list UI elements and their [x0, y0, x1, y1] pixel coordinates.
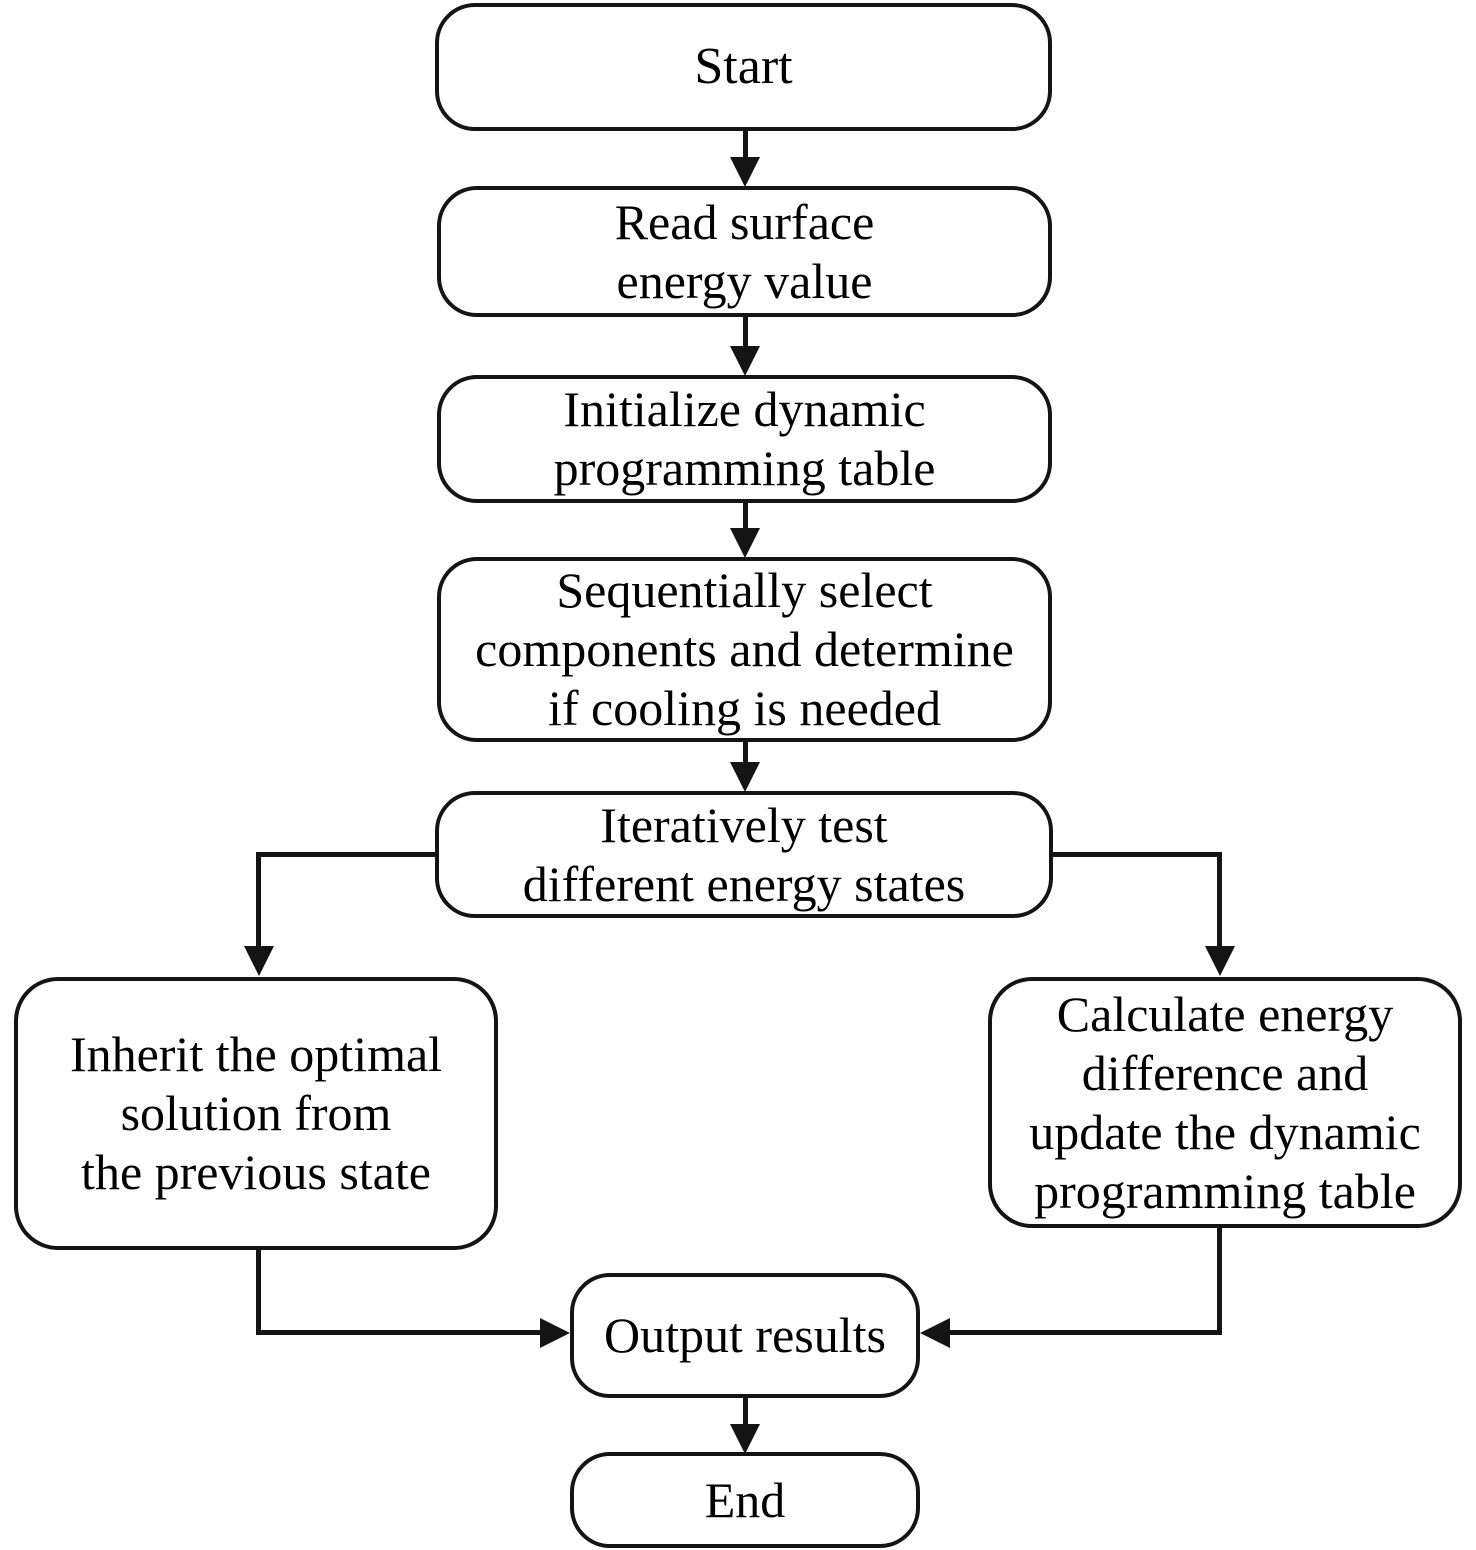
edge-inherit-to-output-horizontal — [256, 1330, 546, 1335]
node-inherit-optimal-solution[interactable]: Inherit the optimal solution from the pr… — [14, 977, 498, 1250]
edge-read-to-init-arrowhead — [730, 346, 760, 376]
edge-start-to-read-arrowhead — [730, 157, 760, 187]
edge-calc-to-output-horizontal — [947, 1330, 1222, 1335]
node-iteratively-test-energy-states[interactable]: Iteratively test different energy states — [435, 791, 1053, 918]
node-read-surface-energy-value-label: Read surface energy value — [614, 193, 875, 309]
node-output-results-label: Output results — [604, 1307, 886, 1363]
node-end-label: End — [704, 1471, 786, 1528]
edge-iter-to-inherit-arrowhead — [244, 946, 274, 976]
edge-inherit-to-output-arrowhead — [540, 1318, 570, 1348]
edge-calc-to-output-vertical — [1217, 1226, 1222, 1333]
node-initialize-dynamic-programming-table[interactable]: Initialize dynamic programming table — [437, 375, 1052, 503]
edge-iter-to-calc-horizontal — [1050, 852, 1222, 857]
node-end[interactable]: End — [570, 1452, 920, 1548]
node-calculate-energy-difference-label: Calculate energy difference and update t… — [1029, 985, 1421, 1219]
edge-inherit-to-output-vertical — [256, 1248, 261, 1333]
node-inherit-optimal-solution-label: Inherit the optimal solution from the pr… — [69, 1026, 443, 1200]
edge-init-to-seq-line — [743, 503, 748, 533]
edge-seq-to-iter-line — [743, 742, 748, 772]
node-iteratively-test-energy-states-label: Iteratively test different energy states — [522, 796, 966, 912]
edge-start-to-read-line — [743, 131, 748, 163]
edge-iter-to-calc-vertical — [1217, 852, 1222, 950]
node-read-surface-energy-value[interactable]: Read surface energy value — [437, 186, 1052, 317]
node-sequentially-select-components[interactable]: Sequentially select components and deter… — [437, 557, 1052, 742]
node-start-label: Start — [694, 38, 793, 96]
node-calculate-energy-difference[interactable]: Calculate energy difference and update t… — [988, 977, 1462, 1228]
node-initialize-dynamic-programming-table-label: Initialize dynamic programming table — [553, 381, 936, 496]
edge-output-to-end-line — [743, 1398, 748, 1430]
edge-iter-to-calc-arrowhead — [1205, 946, 1235, 976]
node-start[interactable]: Start — [435, 3, 1052, 131]
edge-output-to-end-arrowhead — [730, 1424, 760, 1454]
edge-read-to-init-line — [743, 317, 748, 349]
edge-init-to-seq-arrowhead — [730, 528, 760, 558]
edge-seq-to-iter-arrowhead — [730, 762, 760, 792]
edge-iter-to-inherit-vertical — [256, 852, 261, 950]
edge-calc-to-output-arrowhead — [920, 1318, 950, 1348]
node-sequentially-select-components-label: Sequentially select components and deter… — [475, 562, 1014, 736]
node-output-results[interactable]: Output results — [570, 1273, 920, 1398]
edge-iter-to-inherit-horizontal — [256, 852, 438, 857]
